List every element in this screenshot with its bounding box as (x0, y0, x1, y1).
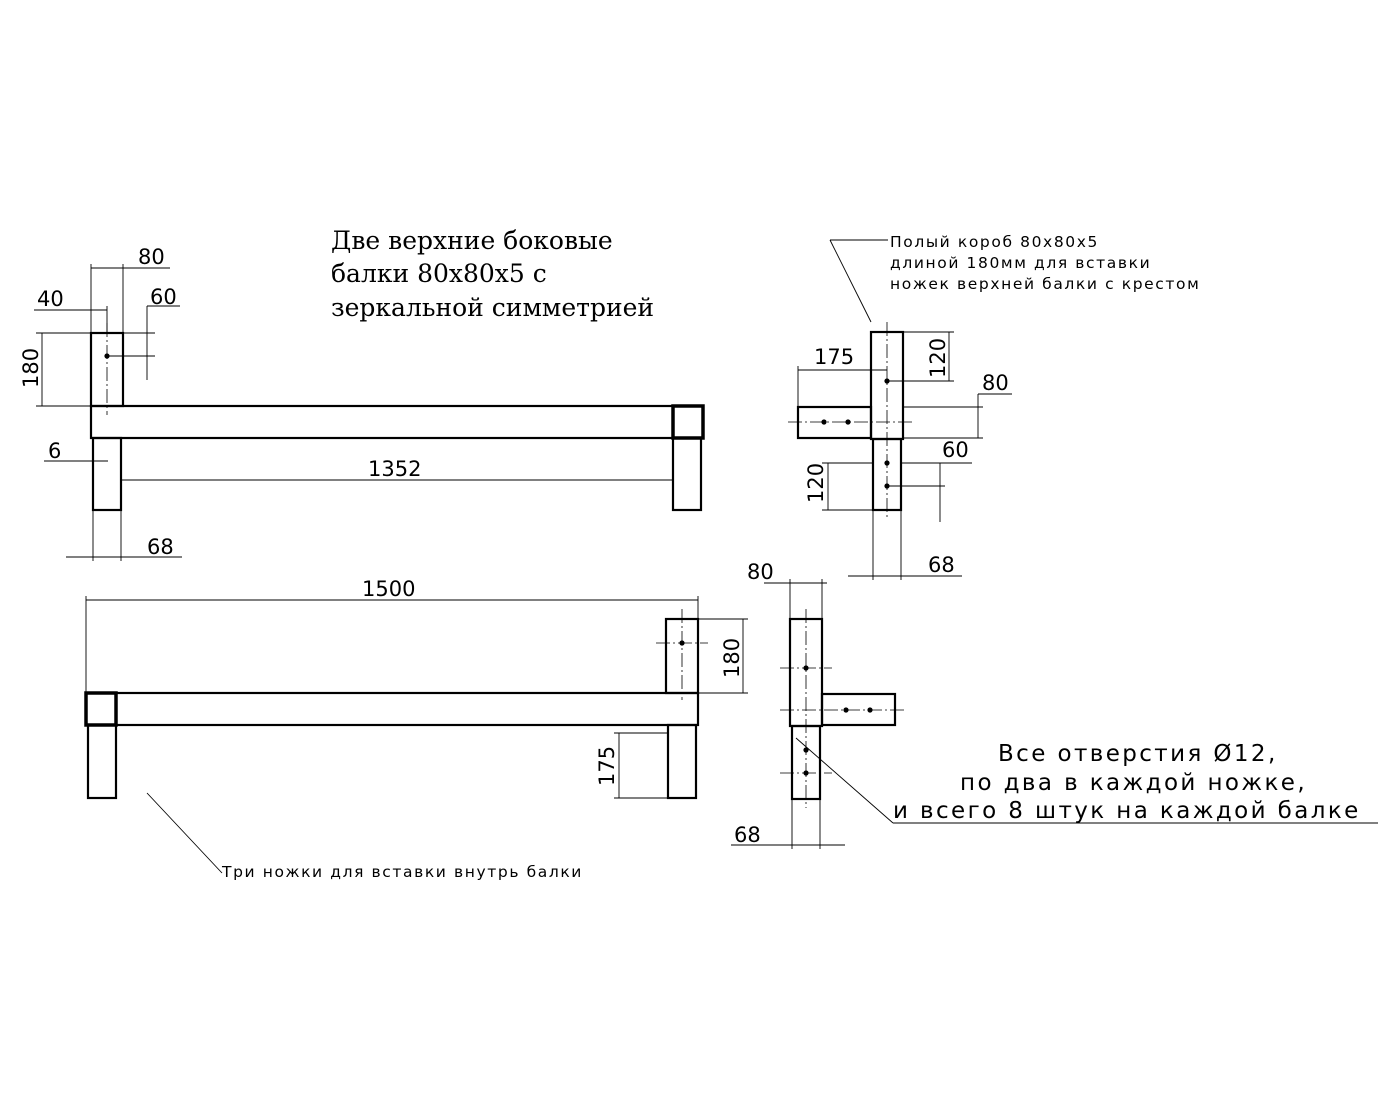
title-line-3: зеркальной симметрией (331, 293, 654, 322)
hole-marker (821, 419, 827, 425)
hole-marker (803, 770, 809, 776)
dim-120-cross-bottom: 120 (804, 463, 828, 503)
hole-marker (843, 707, 849, 713)
top-beam-end-section (671, 404, 705, 440)
insert-note-line-1: Полый короб 80х80х5 (890, 233, 1099, 251)
dim-68-cross: 68 (928, 553, 955, 577)
dim-80-cross: 80 (982, 371, 1009, 395)
holes-note-line-2: по два в каждой ножке, (960, 770, 1307, 796)
hole-marker (845, 419, 851, 425)
drawing-title: Две верхние боковые балки 80х80х5 с зерк… (331, 226, 654, 322)
legs-note: Три ножки для вставки внутрь балки (221, 863, 583, 881)
dim-60-cross: 60 (942, 438, 969, 462)
dim-6: 6 (48, 439, 61, 463)
top-beam-leg-left (91, 436, 123, 512)
hole-marker (803, 747, 809, 753)
bottom-beam (84, 691, 700, 727)
cross-assembly-top: 175 120 80 60 120 68 (788, 239, 1012, 580)
dim-60-top: 60 (150, 285, 177, 309)
dim-120-cross-top: 120 (926, 338, 950, 378)
bottom-beam-leg-left (86, 723, 118, 800)
insert-note-line-3: ножек верхней балки с крестом (890, 275, 1200, 293)
dim-180-top: 180 (19, 348, 43, 388)
insert-note: Полый короб 80х80х5 длиной 180мм для вст… (890, 233, 1200, 293)
title-line-2: балки 80х80х5 с (331, 259, 547, 288)
dim-40: 40 (37, 287, 64, 311)
dim-80-top: 80 (138, 245, 165, 269)
hole-marker (803, 665, 809, 671)
title-line-1: Две верхние боковые (331, 226, 613, 255)
cross-assembly-bottom: 80 68 (731, 560, 1378, 849)
holes-note-line-3: и всего 8 штук на каждой балке (893, 798, 1361, 824)
bottom-beam-assembly: 1500 180 175 (84, 577, 748, 874)
hole-marker (867, 707, 873, 713)
top-beam (89, 404, 705, 440)
bottom-beam-end-section (84, 691, 118, 727)
top-beam-assembly: 80 40 60 180 6 1352 68 (19, 245, 705, 561)
hole-marker (884, 460, 890, 466)
dim-1500: 1500 (362, 577, 415, 601)
bottom-beam-leg-right (666, 723, 698, 800)
hole-marker (679, 640, 685, 646)
cross-leg-side (796, 405, 873, 440)
dim-68-cross2: 68 (734, 823, 761, 847)
cross2-leg-side (820, 692, 897, 727)
holes-note: Все отверстия Ø12, по два в каждой ножке… (893, 741, 1361, 824)
top-beam-leg-right (671, 436, 703, 512)
dim-175-cross: 175 (814, 345, 854, 369)
dim-180-bottom: 180 (720, 638, 744, 678)
dim-1352: 1352 (368, 457, 421, 481)
holes-note-line-1: Все отверстия Ø12, (998, 741, 1278, 767)
dim-80-cross2: 80 (747, 560, 774, 584)
dim-175-bottom: 175 (595, 746, 619, 786)
dim-68-top: 68 (147, 535, 174, 559)
insert-note-line-2: длиной 180мм для вставки (890, 254, 1151, 272)
